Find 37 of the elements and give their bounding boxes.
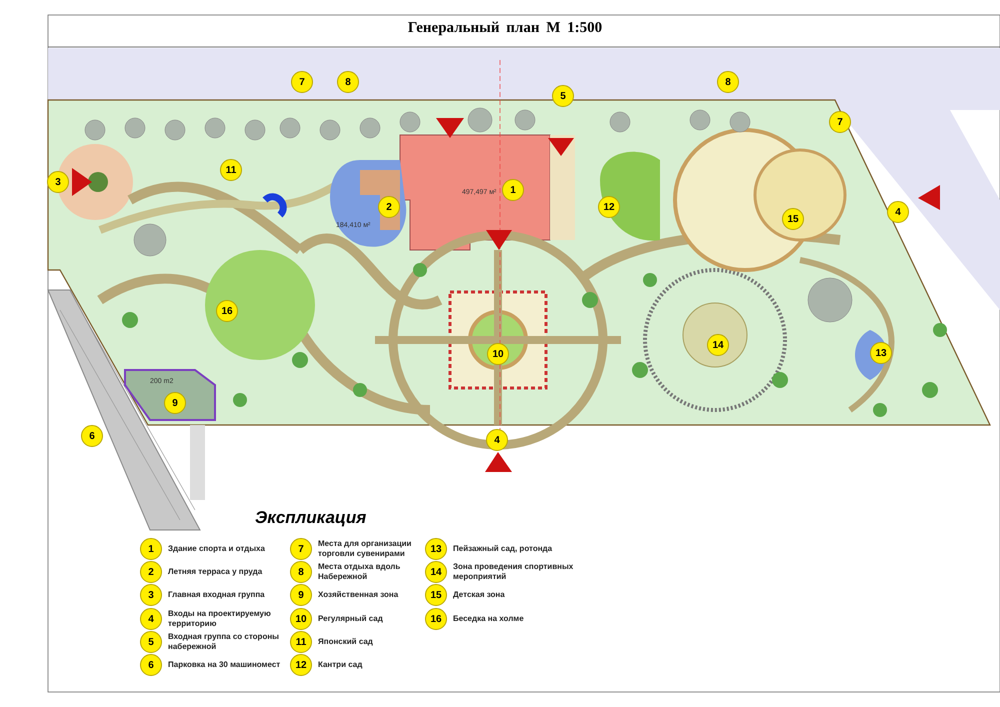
legend-text: Входы на проектируемую территорию	[168, 609, 272, 629]
legend-number: 1	[140, 538, 162, 560]
legend-text: Места отдыха вдоль Набережной	[318, 562, 402, 582]
legend-number: 13	[425, 538, 447, 560]
legend-number: 15	[425, 584, 447, 606]
legend-text: Парковка на 30 машиномест	[168, 660, 282, 670]
legend-text: Здание спорта и отдыха	[168, 544, 266, 554]
legend-number: 7	[290, 538, 312, 560]
legend-number: 4	[140, 608, 162, 630]
legend-number: 9	[290, 584, 312, 606]
legend-text: Места для организации торговли сувенирами	[318, 539, 412, 559]
legend-number: 6	[140, 654, 162, 676]
legend-number: 12	[290, 654, 312, 676]
legend-text: Регулярный сад	[318, 614, 384, 624]
legend-number: 2	[140, 561, 162, 583]
legend-text: Входная группа со стороны набережной	[168, 632, 280, 652]
legend-text: Хозяйственная зона	[318, 590, 400, 600]
callout-number: 6	[81, 425, 103, 447]
legend-text: Пейзажный сад, ротонда	[453, 544, 554, 554]
legend-heading: Экспликация	[255, 508, 366, 528]
callout-number: 4	[486, 429, 508, 451]
legend-text: Зона проведения спортивных мероприятий	[453, 562, 574, 582]
legend-text: Главная входная группа	[168, 590, 266, 600]
legend-text: Японский сад	[318, 637, 374, 647]
plan-title: Генеральный план М 1:500	[406, 20, 604, 37]
legend-number: 8	[290, 561, 312, 583]
legend-text: Беседка на холме	[453, 614, 525, 624]
legend-number: 16	[425, 608, 447, 630]
legend-text: Кантри сад	[318, 660, 364, 670]
legend-number: 14	[425, 561, 447, 583]
callout-number: 4	[887, 201, 909, 223]
legend-number: 11	[290, 631, 312, 653]
legend-text: Летняя терраса у пруда	[168, 567, 264, 577]
legend-number: 3	[140, 584, 162, 606]
legend-number: 5	[140, 631, 162, 653]
legend-text: Детская зона	[453, 590, 506, 600]
legend-number: 10	[290, 608, 312, 630]
